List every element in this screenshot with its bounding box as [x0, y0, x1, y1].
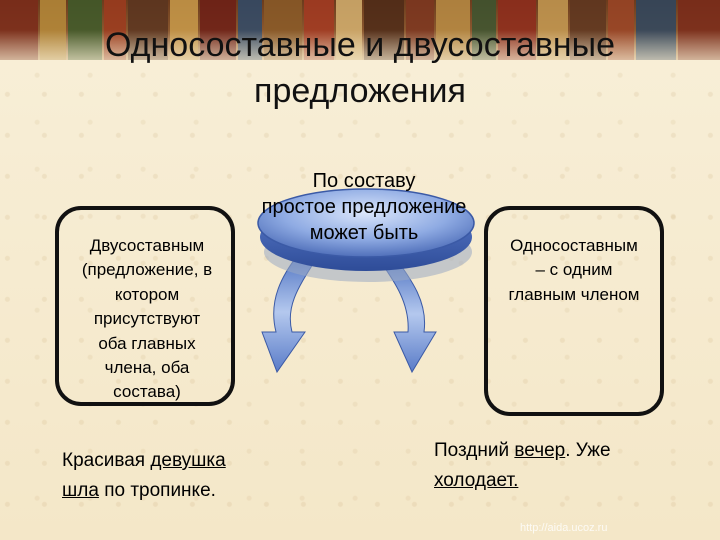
center-line-2: простое предложение: [261, 196, 467, 218]
bookshelf-banner: [0, 0, 720, 60]
example-two-part: Красивая девушка шла по тропинке.: [62, 446, 302, 506]
left-box-text: Двусоставным (предложение, в котором при…: [58, 234, 236, 405]
left-line: оба главных: [98, 333, 196, 353]
example-word: Красивая: [62, 450, 146, 471]
center-line-3: может быть: [309, 222, 419, 244]
left-line: члена, оба: [104, 358, 190, 378]
right-line: Односоставным: [510, 236, 638, 255]
example-word: . Уже: [565, 440, 611, 461]
shelf-fade: [0, 30, 720, 60]
title-line-1: Односоставные и двусоставные: [104, 26, 616, 64]
right-box-text: Односоставным – с одним главным членом: [484, 234, 664, 307]
center-line-1: По составу: [312, 170, 416, 192]
right-line: – с одним: [535, 260, 613, 280]
right-box: [484, 206, 664, 416]
disc-top: [257, 188, 475, 258]
left-line: Двусоставным: [89, 236, 205, 255]
example-word: Поздний: [434, 440, 510, 461]
left-arrow: [261, 251, 319, 374]
left-line: котором: [114, 284, 180, 304]
right-line: главным членом: [508, 284, 640, 304]
left-line: присутствуют: [93, 309, 201, 329]
left-line: (предложение, в: [81, 260, 213, 280]
example-one-part: Поздний вечер. Уже холодает.: [434, 436, 694, 496]
watermark: http://aida.ucoz.ru: [520, 522, 608, 534]
title-line-2: предложения: [254, 72, 466, 110]
center-disc-label: По составу простое предложение может быт…: [238, 168, 490, 246]
subject-word: девушка: [150, 450, 226, 471]
main-member-word: вечер: [514, 440, 566, 461]
left-box: [55, 206, 235, 406]
example-word: по тропинке.: [104, 480, 216, 501]
left-line: состава): [113, 382, 181, 402]
predicate-word: шла: [62, 480, 99, 501]
page-title: Односоставные и двусоставные предложения: [0, 22, 720, 114]
main-member-word: холодает.: [434, 470, 519, 491]
